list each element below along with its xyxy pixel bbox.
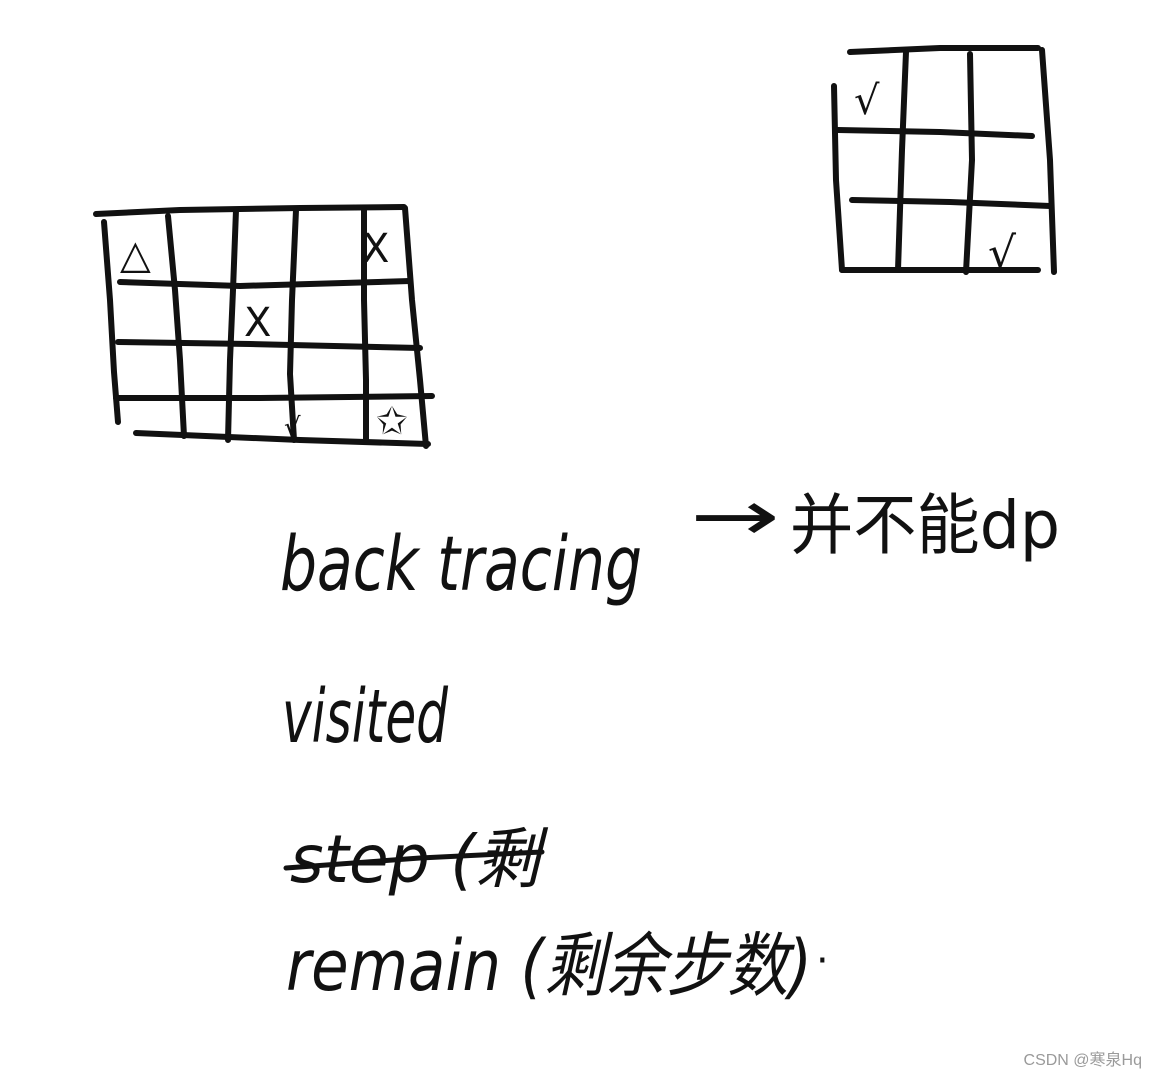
star-mark: ✩ bbox=[376, 399, 408, 443]
notes: back tracing → 并不能dp visited step (剩 rem… bbox=[280, 475, 1060, 1007]
strike-line bbox=[283, 849, 545, 871]
triangle-mark: △ bbox=[120, 232, 151, 278]
right-grid-marks: √ √ bbox=[854, 78, 1017, 279]
x-mark-middle: X bbox=[244, 300, 271, 346]
note-remain: remain (剩余步数) bbox=[286, 925, 812, 1007]
check-mark-bottom-right: √ bbox=[988, 228, 1017, 279]
note-not-dp: 并不能dp bbox=[790, 487, 1060, 564]
left-grid-marks: △ X X ✩ √ bbox=[120, 226, 408, 443]
note-arrow: → bbox=[690, 475, 780, 557]
left-grid bbox=[93, 204, 435, 449]
note-backtracing: back tracing bbox=[280, 519, 642, 608]
right-grid bbox=[831, 45, 1057, 275]
check-mark-left: √ bbox=[284, 413, 301, 443]
x-mark-top-right: X bbox=[362, 226, 389, 272]
watermark-text: CSDN @寒泉Hq bbox=[1023, 1052, 1142, 1069]
note-visited: visited bbox=[282, 674, 449, 760]
check-mark-top-left: √ bbox=[854, 78, 880, 124]
note-step-struck: step (剩 bbox=[283, 821, 549, 898]
note-dot: · bbox=[816, 938, 829, 984]
